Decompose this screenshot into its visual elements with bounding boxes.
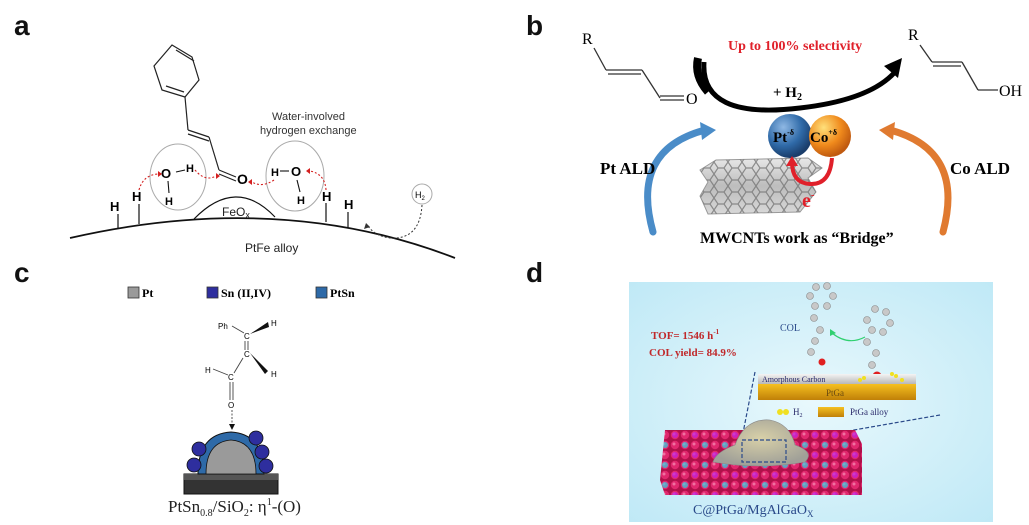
panel-b-label: b <box>526 10 544 41</box>
col-label: COL <box>780 323 800 334</box>
oxygen-atom: O <box>228 401 234 410</box>
feox-particle <box>193 196 276 220</box>
h2-reagent: + H2 <box>773 85 802 103</box>
product-allyl-alcohol <box>919 44 998 91</box>
electron-label: e- <box>802 189 815 212</box>
surface-h-atoms <box>117 203 349 228</box>
h-atom: H <box>186 163 194 175</box>
carbonyl-oxygen: O <box>237 171 248 187</box>
amorphous-carbon-layer <box>758 374 916 384</box>
h2-label: H2 <box>415 190 426 202</box>
carbon-atom: C <box>244 332 250 341</box>
reaction-arrow <box>701 61 897 113</box>
feox-label: FeOx <box>222 205 250 220</box>
panel-d-caption: C@PtGa/MgAlGaOX <box>693 503 814 519</box>
legend: Pt Sn (II,IV) PtSn <box>127 286 355 300</box>
amorphous-carbon-label: Amorphous Carbon <box>762 375 825 384</box>
panel-b-diagram: R O R OH Up to 100% selectivity + H2 Pt … <box>582 27 1023 247</box>
pt-core <box>205 439 257 475</box>
reactant-oxygen: O <box>686 91 698 108</box>
annotation-line2: hydrogen exchange <box>260 125 357 137</box>
water-oxygen: O <box>161 166 171 181</box>
h-atom: H <box>344 197 353 212</box>
co-particle <box>809 115 851 157</box>
selectivity-text: Up to 100% selectivity <box>728 39 862 54</box>
ptga-layer <box>758 384 916 400</box>
panel-c-label: c <box>14 257 30 288</box>
product-hydroxyl: OH <box>999 83 1023 100</box>
h-atom: H <box>132 189 141 204</box>
water-circle-left <box>149 143 207 211</box>
adsorbed-cal-molecule <box>863 305 894 369</box>
legend-label-sn: Sn (II,IV) <box>221 286 271 300</box>
oxygen-atom <box>818 358 826 366</box>
h-atom: H <box>322 189 331 204</box>
carbon-atom: C <box>244 350 250 359</box>
reactant-enal <box>593 47 684 101</box>
hydrogen-exchange-arrows <box>138 169 327 191</box>
sn-species <box>186 430 274 474</box>
ptga-label: PtGa <box>826 388 844 398</box>
reaction-arrowhead <box>884 58 902 78</box>
pt-ald-label: Pt ALD <box>600 159 655 178</box>
cinnamaldehyde-molecule <box>153 44 237 182</box>
annotation-line1: Water-involved <box>272 111 345 123</box>
col-molecule <box>806 282 837 356</box>
panel-c-caption: PtSn0.8/SiO2: η1-(O) <box>168 497 301 519</box>
product-r-group: R <box>908 27 919 44</box>
h-atom: H <box>271 319 277 328</box>
legend-label-ptsn: PtSn <box>330 286 355 300</box>
co-label: Co+δ <box>810 128 837 146</box>
water-oxygen: O <box>291 164 301 179</box>
co-ald-label: Co ALD <box>950 159 1010 178</box>
panel-b-caption: MWCNTs work as “Bridge” <box>700 230 894 247</box>
pt-particle <box>768 114 812 158</box>
h2-molecules <box>858 372 904 382</box>
water-circle-right <box>265 140 325 212</box>
h-atom: H <box>205 366 211 375</box>
h2-molecule-circle <box>411 183 433 205</box>
electron-transfer-arrow <box>790 157 834 187</box>
co-ald-arrow <box>886 126 952 236</box>
tof-value: TOF= 1546 h-1 <box>651 328 720 342</box>
panel-a-label: a <box>14 10 30 41</box>
ptga-nanoparticle <box>712 419 809 467</box>
panel-d-label: d <box>526 257 544 288</box>
panel-c-diagram: Pt Sn (II,IV) PtSn Ph H C C H H C O PtSn… <box>127 286 355 519</box>
legend-label-pt: Pt <box>142 286 153 300</box>
h-atom: H <box>110 199 119 214</box>
legend-swatch-ptsn <box>315 286 328 299</box>
alloy-label: PtFe alloy <box>245 241 298 255</box>
legend-h2: H2 <box>793 407 803 419</box>
legend-ptga-swatch <box>818 407 844 417</box>
h-atom: H <box>297 195 305 207</box>
alloy-surface-curve <box>69 217 456 259</box>
legend-swatch-pt <box>127 286 140 299</box>
h-atom: H <box>271 167 279 179</box>
legend-ptga-alloy: PtGa alloy <box>850 407 889 417</box>
h-atom: H <box>165 196 173 208</box>
carbon-atom: C <box>228 373 234 382</box>
desorption-arrow <box>831 332 866 342</box>
pt-ald-arrow <box>644 126 709 236</box>
panel-a-diagram: FeOx PtFe alloy H H H H O O O H H H H <box>69 44 456 259</box>
col-yield-value: COL yield= 84.9% <box>649 347 737 359</box>
legend-swatch-sn <box>206 286 219 299</box>
reactant-r-group: R <box>582 31 593 48</box>
pt-label: Pt-δ <box>773 128 794 146</box>
phenyl-label: Ph <box>218 322 228 331</box>
h-atom: H <box>271 370 277 379</box>
h2-dissociation-arrow <box>367 204 423 239</box>
